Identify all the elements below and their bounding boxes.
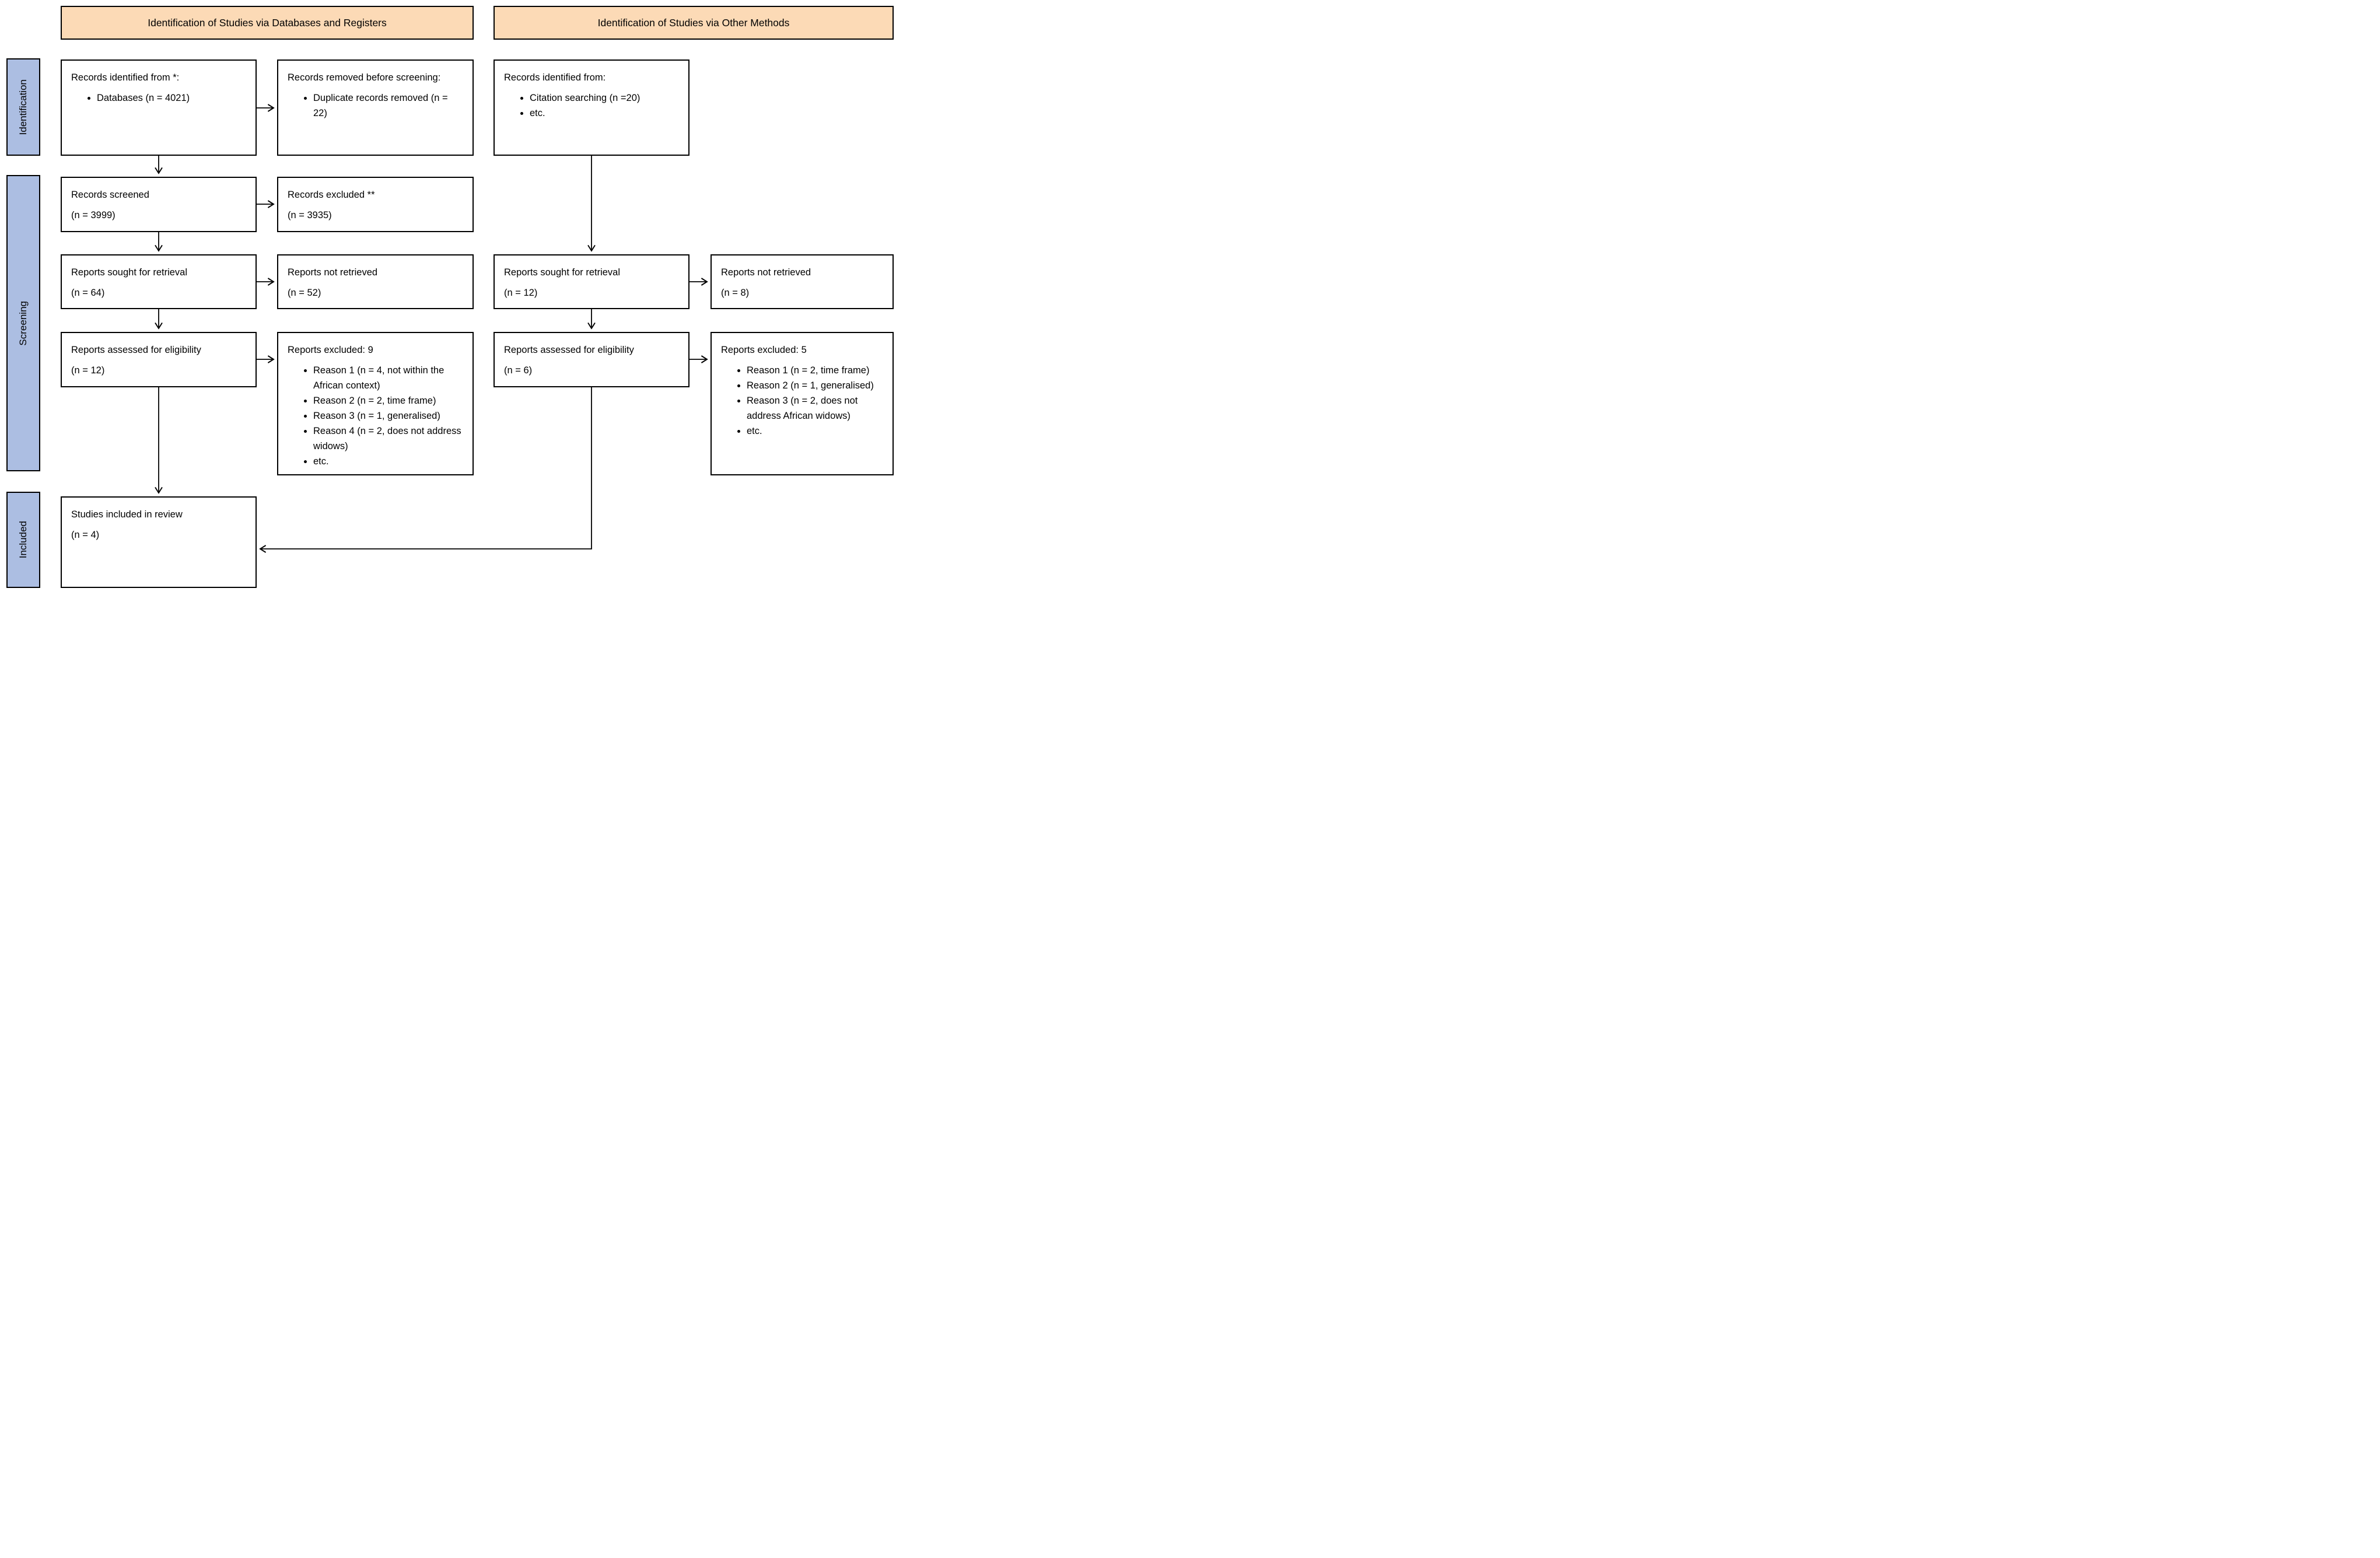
bullet-item: Reason 2 (n = 1, generalised)	[747, 378, 882, 393]
header-databases-registers-label: Identification of Studies via Databases …	[148, 16, 387, 29]
box-reports-not-retrieved-databases: Reports not retrieved (n = 52)	[277, 254, 474, 309]
ribbon-identification: Identification	[6, 58, 40, 156]
bullet-item: Reason 4 (n = 2, does not address widows…	[313, 423, 462, 454]
bullet-item: Databases (n = 4021)	[97, 90, 245, 106]
box-reports-excluded-databases: Reports excluded: 9 Reason 1 (n = 4, not…	[277, 332, 474, 475]
bullet-item: etc.	[747, 423, 882, 439]
header-other-methods: Identification of Studies via Other Meth…	[494, 6, 894, 40]
box-line1: Reports sought for retrieval	[504, 267, 621, 278]
ribbon-included-label: Included	[18, 521, 29, 559]
ribbon-included: Included	[6, 492, 40, 588]
box-line1: Studies included in review	[71, 509, 183, 520]
box-line2: (n = 3999)	[71, 210, 116, 220]
box-reports-excluded-other: Reports excluded: 5 Reason 1 (n = 2, tim…	[710, 332, 894, 475]
bullet-item: Reason 1 (n = 4, not within the African …	[313, 363, 462, 393]
box-line2: (n = 12)	[71, 365, 105, 376]
bullet-list: Databases (n = 4021)	[71, 90, 245, 106]
ribbon-identification-label: Identification	[18, 79, 29, 135]
bullet-list: Duplicate records removed (n = 22)	[288, 90, 462, 121]
box-records-removed-before-screening: Records removed before screening: Duplic…	[277, 59, 474, 156]
box-line2: (n = 6)	[504, 365, 533, 376]
box-line1: Records excluded **	[288, 190, 375, 200]
box-line2: (n = 3935)	[288, 210, 332, 220]
box-reports-assessed-other: Reports assessed for eligibility (n = 6)	[494, 332, 690, 387]
bullet-list: Reason 1 (n = 4, not within the African …	[288, 363, 462, 469]
box-line2: (n = 4)	[71, 530, 100, 540]
box-records-screened: Records screened (n = 3999)	[61, 177, 257, 232]
box-reports-sought-databases: Reports sought for retrieval (n = 64)	[61, 254, 257, 309]
box-line2: (n = 8)	[721, 288, 750, 298]
box-reports-not-retrieved-other: Reports not retrieved (n = 8)	[710, 254, 894, 309]
box-line1: Reports assessed for eligibility	[71, 345, 201, 355]
bullet-list: Citation searching (n =20)etc.	[504, 90, 678, 121]
ribbon-screening: Screening	[6, 175, 40, 471]
box-line1: Reports sought for retrieval	[71, 267, 188, 278]
box-title: Reports excluded: 9	[288, 345, 373, 355]
box-line2: (n = 52)	[288, 288, 321, 298]
ribbon-screening-label: Screening	[18, 300, 29, 346]
bullet-item: Reason 2 (n = 2, time frame)	[313, 393, 462, 408]
bullet-item: Duplicate records removed (n = 22)	[313, 90, 462, 121]
box-line1: Reports not retrieved	[288, 267, 378, 278]
box-title: Records identified from:	[504, 72, 606, 83]
box-title: Records identified from *:	[71, 72, 180, 83]
box-reports-sought-other: Reports sought for retrieval (n = 12)	[494, 254, 690, 309]
bullet-item: Reason 1 (n = 2, time frame)	[747, 363, 882, 378]
box-reports-assessed-databases: Reports assessed for eligibility (n = 12…	[61, 332, 257, 387]
box-records-identified-other: Records identified from: Citation search…	[494, 59, 690, 156]
box-line1: Records screened	[71, 190, 149, 200]
bullet-item: Citation searching (n =20)	[530, 90, 678, 106]
bullet-list: Reason 1 (n = 2, time frame)Reason 2 (n …	[721, 363, 882, 439]
bullet-item: etc.	[313, 454, 462, 469]
box-line2: (n = 12)	[504, 288, 538, 298]
box-title: Reports excluded: 5	[721, 345, 807, 355]
bullet-item: Reason 3 (n = 2, does not address Africa…	[747, 393, 882, 423]
box-line2: (n = 64)	[71, 288, 105, 298]
bullet-item: Reason 3 (n = 1, generalised)	[313, 408, 462, 423]
header-other-methods-label: Identification of Studies via Other Meth…	[597, 16, 790, 29]
box-title: Records removed before screening:	[288, 72, 441, 83]
box-studies-included: Studies included in review (n = 4)	[61, 496, 257, 588]
box-line1: Reports not retrieved	[721, 267, 811, 278]
bullet-item: etc.	[530, 106, 678, 121]
prisma-flow-diagram: Identification of Studies via Databases …	[0, 0, 901, 590]
header-databases-registers: Identification of Studies via Databases …	[61, 6, 474, 40]
box-records-excluded: Records excluded ** (n = 3935)	[277, 177, 474, 232]
box-records-identified-databases: Records identified from *: Databases (n …	[61, 59, 257, 156]
box-line1: Reports assessed for eligibility	[504, 345, 634, 355]
